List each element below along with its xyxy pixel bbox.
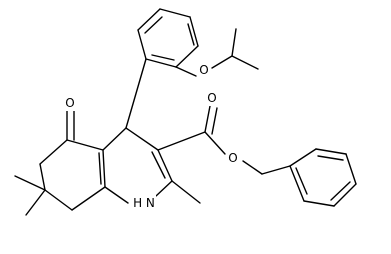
aryl-c4-bond (125, 58, 147, 129)
aryl-ring (137, 8, 199, 68)
ester-alkoxy-oxygen-label: O (228, 151, 237, 165)
amine-nitrogen-label: H N (133, 196, 155, 210)
ester-carbonyl-oxygen-label: O (207, 91, 216, 105)
ketone-oxygen-label: O (65, 96, 74, 110)
benzyl-phenyl-ring (289, 148, 357, 207)
dihydropyridine-ring (102, 127, 201, 204)
benzyl-ester (157, 105, 291, 175)
ether-oxygen-label: O (199, 63, 208, 77)
cyclohexenone-ring (14, 107, 106, 216)
isopropoxy-group (175, 28, 259, 77)
